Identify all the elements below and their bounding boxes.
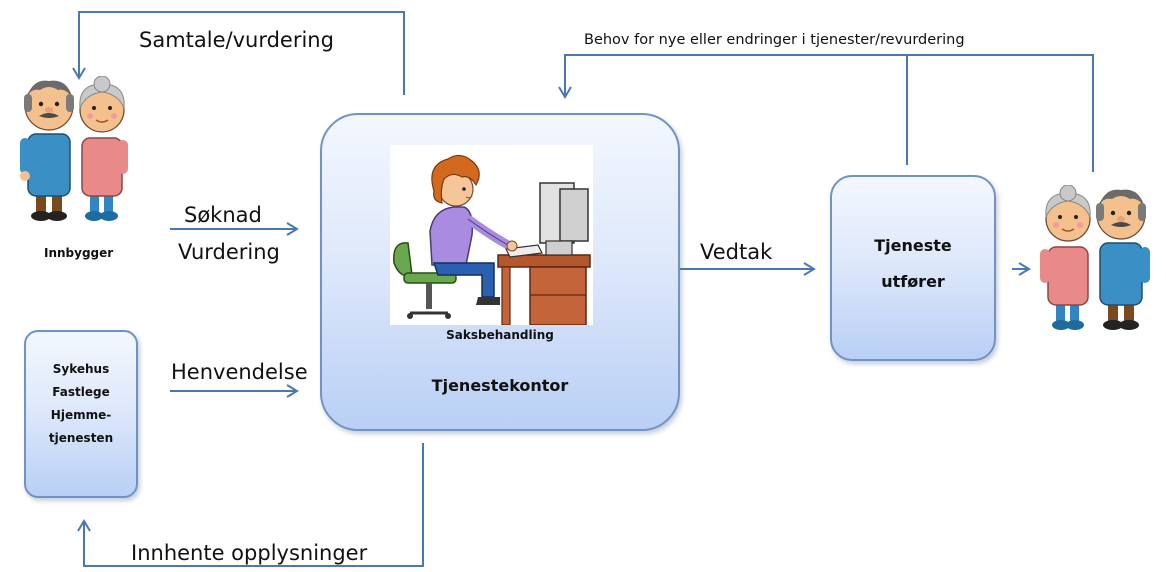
office-title: Tjenestekontor	[431, 376, 569, 395]
photo-caption: Saksbehandling	[446, 328, 554, 342]
elderly-couple-icon	[1040, 185, 1150, 330]
arrow-behov-from-citizens	[558, 54, 1094, 172]
provider-box: Tjeneste utfører	[830, 175, 996, 361]
sources-box-text: Sykehus Fastlege Hjemme- tjenesten	[26, 332, 136, 450]
caseworker-photo	[390, 145, 593, 325]
provider-box-text: Tjeneste utfører	[832, 177, 994, 300]
sources-line: Fastlege	[52, 385, 110, 399]
office-box: Saksbehandling Tjenestekontor	[320, 113, 680, 431]
provider-line: utfører	[881, 272, 945, 291]
label-behov: Behov for nye eller endringer i tjeneste…	[584, 32, 965, 48]
provider-line: Tjeneste	[874, 236, 952, 255]
sources-box: Sykehus Fastlege Hjemme- tjenesten	[24, 330, 138, 498]
sources-line: tjenesten	[48, 431, 114, 445]
sources-line: Sykehus	[52, 362, 110, 376]
label-henvendelse: Henvendelse	[171, 360, 308, 384]
caseworker-at-computer-illustration	[393, 154, 591, 325]
label-soknad: Søknad	[184, 203, 262, 227]
label-samtale: Samtale/vurdering	[139, 28, 334, 52]
label-vurdering: Vurdering	[178, 240, 280, 264]
innbygger-caption: Innbygger	[44, 246, 114, 260]
sources-line: Hjemme-	[50, 408, 112, 422]
label-innhente: Innhente opplysninger	[131, 541, 368, 565]
label-vedtak: Vedtak	[700, 240, 773, 264]
arrow-samtale	[72, 11, 405, 95]
arrow-innhente	[77, 443, 424, 567]
elderly-couple-icon	[20, 76, 128, 221]
